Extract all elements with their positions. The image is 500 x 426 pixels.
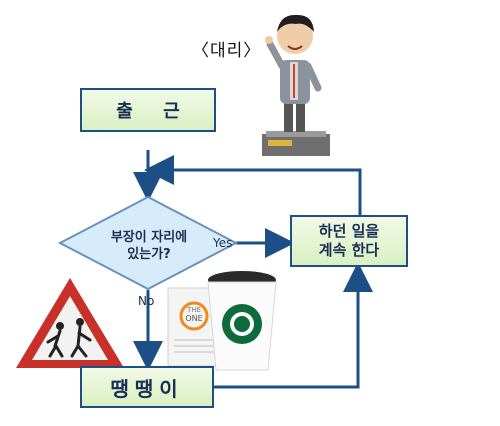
pack-brand-line-1: THE — [186, 306, 201, 314]
decision-diamond — [57, 195, 239, 291]
arrow-ttaeng-return — [214, 262, 373, 389]
arrow-loop-back — [144, 155, 362, 215]
decision-line-2: 있는가? — [127, 247, 171, 262]
pack-brand-line-2: ONE — [185, 314, 202, 323]
warning-sign-icon — [16, 278, 124, 368]
keep-working-line-1: 하던 일을 — [318, 222, 380, 240]
yes-label: Yes — [213, 236, 233, 250]
cigarette-pack-icon: THE ONE — [167, 287, 221, 367]
start-box: 출 근 — [80, 88, 216, 132]
no-label: No — [138, 294, 155, 308]
office-worker-figure — [262, 14, 330, 156]
decision-text: 부장이 자리에 있는가? — [94, 229, 204, 263]
keep-working-line-2: 계속 한다 — [318, 241, 380, 259]
slack-off-box: 땡땡이 — [80, 366, 214, 408]
decision-line-1: 부장이 자리에 — [110, 230, 188, 245]
role-title: 〈대리〉 — [192, 41, 262, 61]
keep-working-box: 하던 일을 계속 한다 — [290, 215, 408, 267]
coffee-cup-icon — [207, 271, 277, 371]
